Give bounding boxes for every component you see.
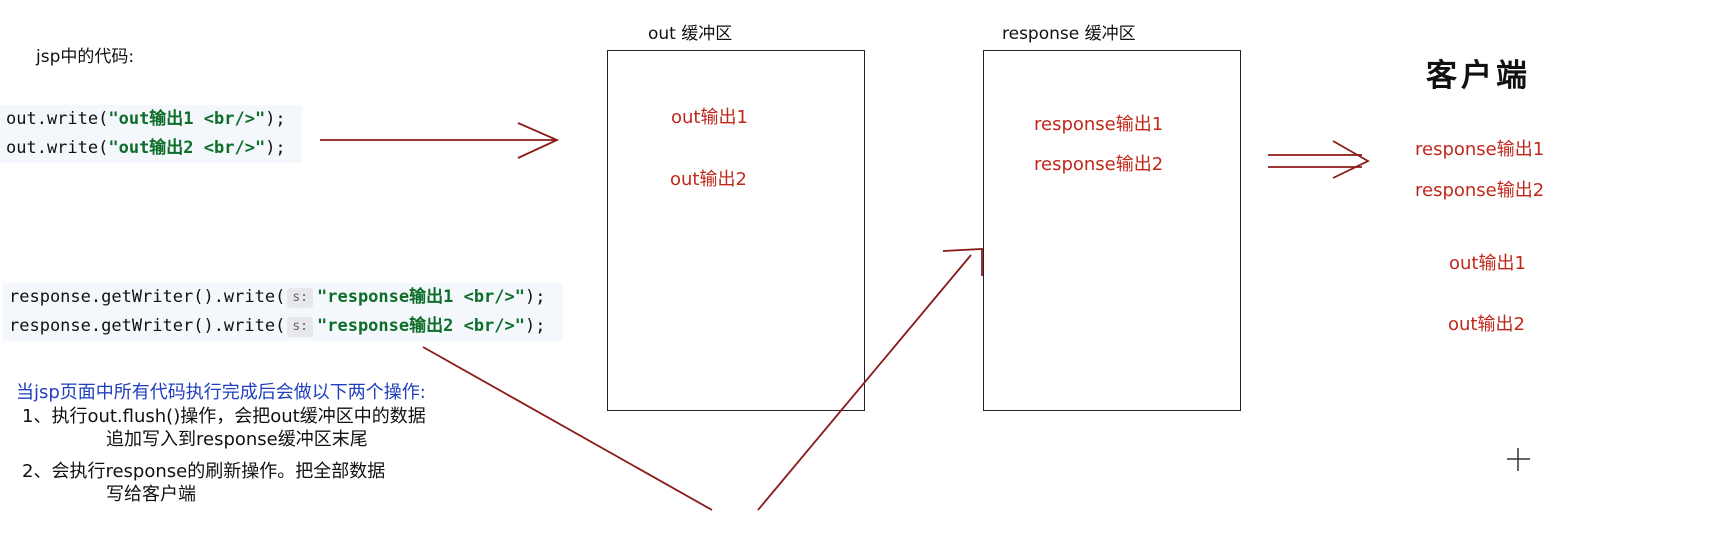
arrowhead-into-response-buffer [942,248,983,276]
plus-cursor-icon [1507,448,1530,471]
client-item-3: out输出1 [1449,253,1526,274]
response-buffer-item-2: response输出2 [1034,154,1164,175]
note-step-2a: 2、会执行response的刷新操作。把全部数据 [22,461,386,482]
note-title: 当jsp页面中所有代码执行完成后会做以下两个操作: [16,382,426,403]
out-buffer-item-2: out输出2 [670,169,747,190]
out-code-line-2: out.write("out输出2 <br/>"); [6,138,286,158]
client-item-2: response输出2 [1415,180,1545,201]
note-step-1b: 追加写入到response缓冲区末尾 [106,429,368,450]
arrowhead-response-to-client [1332,140,1370,179]
response-code-block: response.getWriter().write(s:"response输出… [3,283,563,341]
response-code-line-1: response.getWriter().write(s:"response输出… [9,287,546,308]
out-buffer-box [607,50,865,411]
client-item-1: response输出1 [1415,139,1545,160]
arrowhead-code-to-out-buffer [517,122,560,159]
out-buffer-title: out 缓冲区 [648,24,733,44]
out-buffer-item-1: out输出1 [671,107,748,128]
response-buffer-item-1: response输出1 [1034,114,1164,135]
jsp-code-label: jsp中的代码: [36,47,135,67]
note-step-1a: 1、执行out.flush()操作，会把out缓冲区中的数据 [22,406,426,427]
response-buffer-box [983,50,1241,411]
out-code-line-1: out.write("out输出1 <br/>"); [6,109,286,129]
client-item-4: out输出2 [1448,314,1525,335]
response-buffer-title: response 缓冲区 [1002,24,1136,44]
response-code-line-2: response.getWriter().write(s:"response输出… [9,316,546,337]
client-title: 客户端 [1426,58,1531,94]
out-code-block: out.write("out输出1 <br/>"); out.write("ou… [0,105,302,163]
note-step-2b: 写给客户端 [106,484,196,505]
